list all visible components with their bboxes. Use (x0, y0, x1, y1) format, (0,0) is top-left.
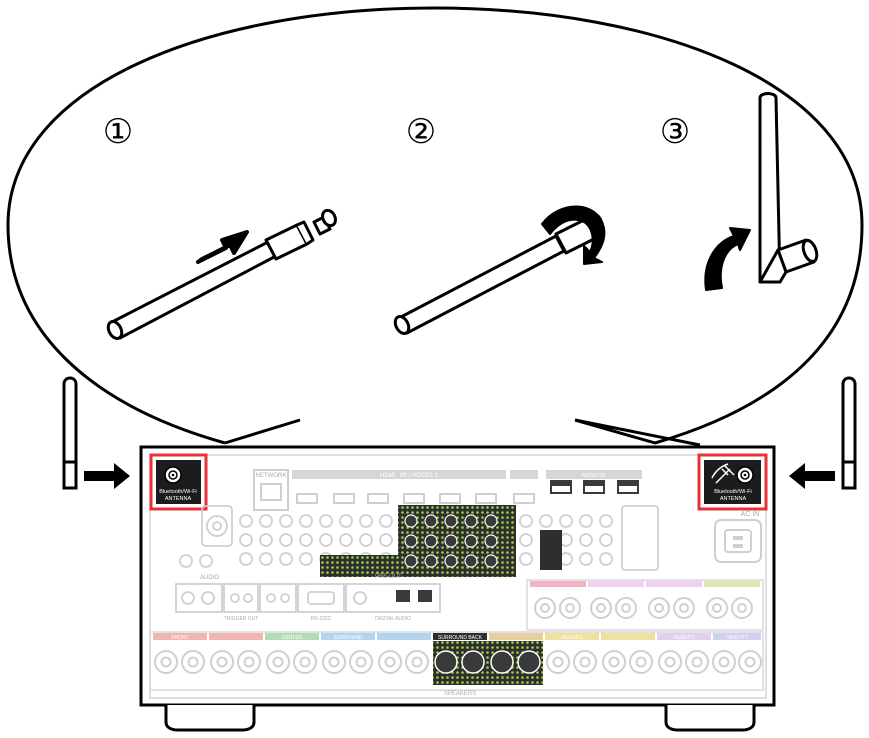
height2-label: HEIGHT2 (673, 635, 695, 641)
right-foot (664, 705, 756, 732)
receiver-rear-panel: NETWORK HDMI 8K / HDCP2.3 MONITOR (139, 445, 776, 732)
height3-label: HEIGHT3 (726, 635, 748, 641)
height1-label: HEIGHT1 (561, 635, 583, 641)
step-number-3: ③ (660, 113, 690, 151)
right-port-label-line1: Bluetooth/Wi-Fi (714, 489, 752, 495)
left-foot (164, 705, 256, 732)
rotate-arrow (541, 205, 606, 265)
speakers-label: SPEAKERS (444, 691, 476, 697)
surround-label: SURROUND (334, 635, 363, 641)
monitor-label: MONITOR (582, 473, 606, 479)
rs232c-label: RS-232C (311, 616, 332, 622)
left-insert-arrow (84, 463, 130, 489)
network-label: NETWORK (256, 473, 287, 479)
raise-arrow (704, 227, 751, 291)
pre-out-label: PRE OUT (375, 574, 402, 580)
digital-audio-label: DIGITAL AUDIO (375, 616, 411, 622)
ac-in-label: AC IN (741, 511, 760, 518)
left-port-label-line2: ANTENNA (165, 496, 192, 502)
left-port-label-line1: Bluetooth/Wi-Fi (159, 489, 197, 495)
right-insert-arrow (789, 463, 835, 489)
surround-back-label: SURROUND BACK (438, 635, 483, 641)
trigger-out-label: TRIGGER OUT (224, 616, 259, 622)
push-arrow (196, 230, 249, 264)
right-antenna-port-highlight (697, 453, 768, 511)
front-label: FRONT (171, 635, 188, 641)
audio-label: AUDIO (200, 575, 219, 581)
left-antenna-port-highlight (149, 453, 208, 511)
callout-bubble (6, 6, 864, 447)
antenna-symbol-icon (711, 463, 735, 484)
step-3-antenna-illustration (758, 92, 819, 284)
right-antenna (841, 376, 857, 490)
step-1-antenna-illustration (106, 208, 337, 340)
step-number-2: ② (406, 113, 436, 151)
hdmi-label: HDMI (380, 473, 396, 479)
right-port-label-line2: ANTENNA (720, 496, 747, 502)
step-number-1: ① (103, 113, 133, 151)
hdcp-label: 8K / HDCP2.3 (400, 473, 438, 479)
left-antenna (62, 376, 78, 490)
center-label: CENTER (282, 635, 303, 641)
